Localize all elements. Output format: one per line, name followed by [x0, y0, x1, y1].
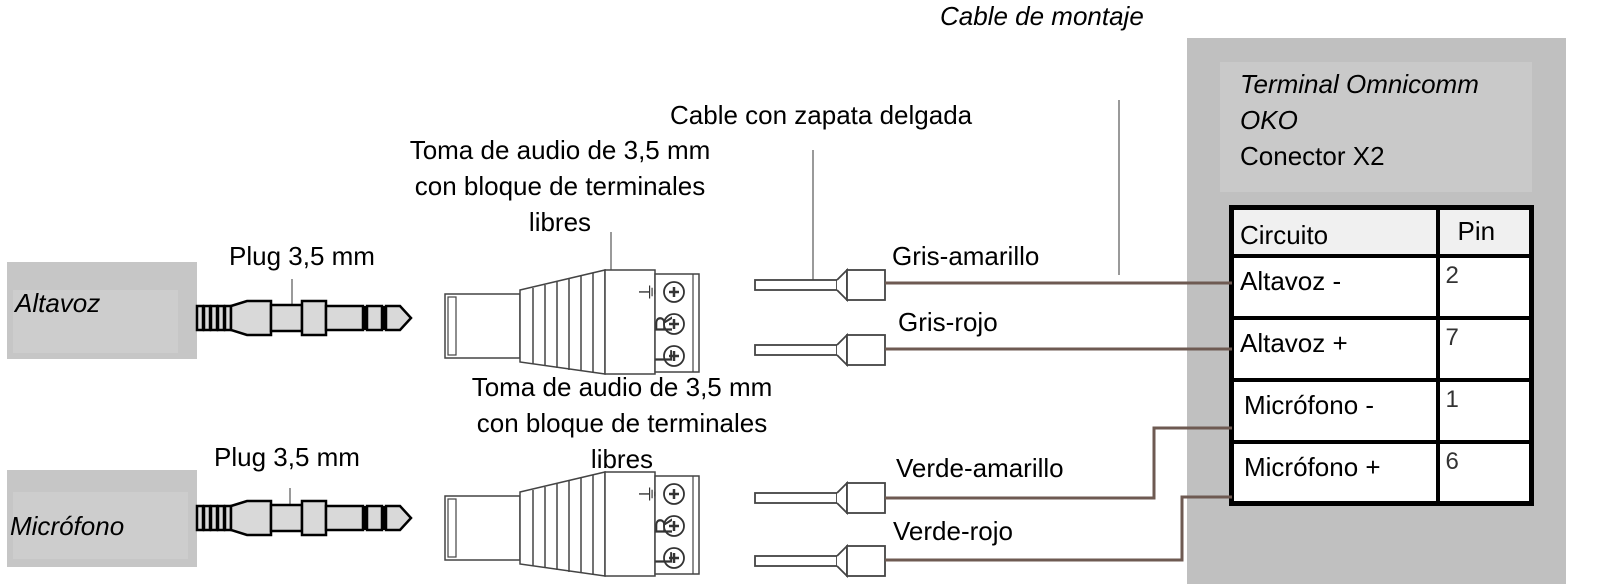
table-row: Micrófono - 1 [1229, 377, 1534, 444]
jack-label-line: con bloque de terminales [414, 171, 706, 201]
audio-plug-top [195, 299, 413, 337]
ground-icon: ⏚ [636, 282, 660, 302]
wire-verde-amarillo [885, 426, 1232, 500]
ferrule-label: Cable con zapata delgada [670, 100, 973, 130]
wire-label-1: Gris-amarillo [892, 241, 1040, 271]
wire-label-2: Gris-rojo [898, 307, 998, 337]
circuit-cell: Altavoz - [1229, 253, 1440, 320]
microphone-device-inner [13, 492, 188, 559]
circuit-cell: Micrófono + [1229, 439, 1440, 506]
jack-pin-r-label: R [651, 517, 678, 534]
jack-label-line: libres [590, 444, 654, 474]
table-row: Altavoz + 7 [1229, 315, 1534, 382]
pin-cell: 7 [1435, 315, 1534, 382]
jack-label-bottom: Toma de audio de 3,5 mm con bloque de te… [432, 371, 812, 475]
jack-pin-l-label: L [651, 551, 678, 564]
jack-pin-r-label: R [651, 315, 678, 332]
plug-label-top: Plug 3,5 mm [229, 241, 375, 271]
pin-cell: 2 [1435, 253, 1534, 320]
ferrule-3 [754, 482, 886, 514]
jack-label-line: Toma de audio de 3,5 mm [409, 135, 711, 165]
header-pin: Pin [1435, 205, 1534, 258]
pin-cell: 1 [1435, 377, 1534, 444]
speaker-device-inner [13, 290, 178, 353]
terminal-connector: Conector X2 [1240, 141, 1385, 171]
jack-label-line: Toma de audio de 3,5 mm [471, 372, 773, 402]
terminal-header [1220, 62, 1532, 192]
jack-label-line: con bloque de terminales [476, 408, 768, 438]
circuit-cell: Micrófono - [1229, 377, 1440, 444]
plug-label-bottom: Plug 3,5 mm [214, 442, 360, 472]
microphone-label: Micrófono [10, 511, 125, 541]
jack-label-top: Toma de audio de 3,5 mm con bloque de te… [370, 134, 750, 238]
wire-verde-rojo [885, 495, 1232, 562]
ferrule-2 [754, 334, 886, 366]
terminal-title: Terminal Omnicomm [1240, 69, 1479, 99]
ground-icon: ⏚ [636, 484, 660, 504]
circuit-cell: Altavoz + [1229, 315, 1440, 382]
audio-plug-bottom [195, 499, 413, 537]
ferrule-4 [754, 545, 886, 577]
speaker-label: Altavoz [15, 288, 101, 318]
table-row: Altavoz - 2 [1229, 253, 1534, 320]
diagram-title: Cable de montaje [940, 1, 1144, 31]
jack-label-line: libres [528, 207, 592, 237]
table-row: Micrófono + 6 [1229, 439, 1534, 506]
pin-cell: 6 [1435, 439, 1534, 506]
wire-label-3: Verde-amarillo [896, 453, 1064, 483]
terminal-model: OKO [1240, 105, 1298, 135]
jack-pin-l-label: L [651, 349, 678, 362]
pin-table: Circuito Pin Altavoz - 2 Altavoz + 7 Mic… [1229, 205, 1534, 506]
pin-table-header: Circuito Pin [1229, 205, 1534, 258]
header-circuit: Circuito [1229, 205, 1440, 258]
ferrule-1 [754, 269, 886, 301]
wire-label-4: Verde-rojo [893, 516, 1013, 546]
